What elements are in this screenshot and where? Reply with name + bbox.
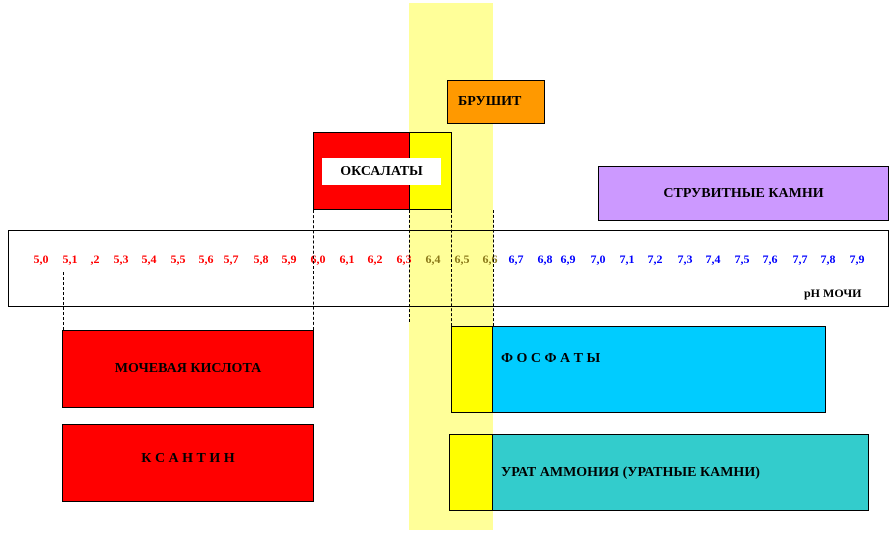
xanthine-label: К С А Н Т И Н bbox=[141, 451, 235, 466]
dashed-guide bbox=[63, 272, 64, 330]
dashed-guide bbox=[451, 210, 452, 326]
xanthine-box: К С А Н Т И Н bbox=[62, 424, 314, 502]
ph-tick-label: 7,2 bbox=[647, 252, 663, 266]
dashed-guide bbox=[409, 210, 410, 322]
ammonium-urate-label: УРАТ АММОНИЯ (УРАТНЫЕ КАМНИ) bbox=[501, 464, 760, 480]
uric-acid-box: МОЧЕВАЯ КИСЛОТА bbox=[62, 330, 314, 408]
ph-scale bbox=[8, 230, 889, 307]
ph-tick-label: 6,3 bbox=[396, 252, 412, 266]
dashed-guide bbox=[313, 210, 314, 330]
dashed-guide bbox=[493, 210, 494, 326]
brushite-box: БРУШИТ bbox=[447, 80, 545, 124]
ph-tick-label: 6,2 bbox=[367, 252, 383, 266]
ph-tick-label: 7,5 bbox=[734, 252, 750, 266]
ph-tick-label: 5,8 bbox=[253, 252, 269, 266]
ph-tick-label: 6,1 bbox=[339, 252, 355, 266]
ph-tick-label: 5,4 bbox=[141, 252, 157, 266]
struvite-label: СТРУВИТНЫЕ КАМНИ bbox=[663, 185, 824, 201]
ph-tick-label: 7,3 bbox=[677, 252, 693, 266]
ph-tick-label: 7,9 bbox=[849, 252, 865, 266]
ph-tick-label: ,2 bbox=[90, 252, 100, 266]
brushite-label: БРУШИТ bbox=[458, 94, 522, 109]
oxalates-label: ОКСАЛАТЫ bbox=[340, 163, 423, 179]
uric-acid-label: МОЧЕВАЯ КИСЛОТА bbox=[114, 361, 262, 376]
ph-tick-label: 7,6 bbox=[762, 252, 778, 266]
ph-tick-label: 7,0 bbox=[590, 252, 606, 266]
ammonium-urate-yellow-box bbox=[449, 434, 493, 511]
ph-tick-label: 5,6 bbox=[198, 252, 214, 266]
ph-tick-label: 6,4 bbox=[425, 252, 441, 266]
ph-tick-label: 5,1 bbox=[62, 252, 78, 266]
axis-label: pH МОЧИ bbox=[804, 286, 862, 300]
ph-tick-label: 5,0 bbox=[33, 252, 49, 266]
ph-tick-label: 6,0 bbox=[310, 252, 326, 266]
ph-tick-label: 6,7 bbox=[508, 252, 524, 266]
phosphates-yellow-box bbox=[451, 326, 493, 413]
ph-tick-label: 7,8 bbox=[820, 252, 836, 266]
ph-tick-label: 6,8 bbox=[537, 252, 553, 266]
struvite-box: СТРУВИТНЫЕ КАМНИ bbox=[598, 166, 889, 221]
ph-tick-label: 5,9 bbox=[281, 252, 297, 266]
ph-tick-label: 6,9 bbox=[560, 252, 576, 266]
ph-tick-label: 6,5 bbox=[454, 252, 470, 266]
ph-tick-label: 7,1 bbox=[619, 252, 635, 266]
ph-tick-label: 5,3 bbox=[113, 252, 129, 266]
ph-tick-label: 7,4 bbox=[705, 252, 721, 266]
ph-tick-label: 5,5 bbox=[170, 252, 186, 266]
ph-tick-label: 6,6 bbox=[482, 252, 498, 266]
oxalates-label-box: ОКСАЛАТЫ bbox=[322, 158, 441, 185]
ph-tick-label: 7,7 bbox=[792, 252, 808, 266]
phosphates-box: Ф О С Ф А Т Ы bbox=[492, 326, 826, 413]
ph-tick-label: 5,7 bbox=[223, 252, 239, 266]
phosphates-label: Ф О С Ф А Т Ы bbox=[501, 351, 601, 366]
ammonium-urate-box: УРАТ АММОНИЯ (УРАТНЫЕ КАМНИ) bbox=[492, 434, 869, 511]
